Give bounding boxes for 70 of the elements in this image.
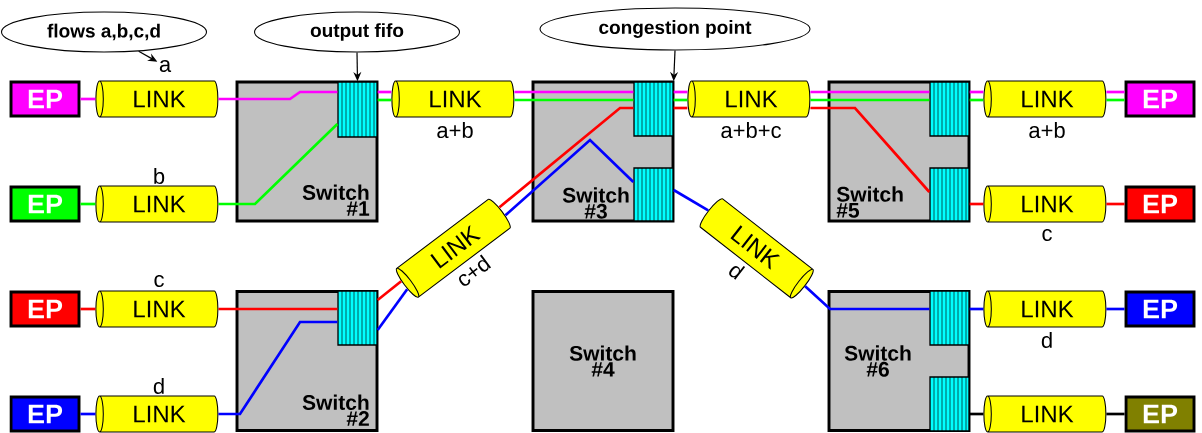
fifo-buffer — [929, 167, 970, 222]
endpoint-box: EP — [9, 290, 81, 328]
flow-line — [804, 285, 930, 311]
flow-line — [80, 202, 96, 206]
fifo-buffer — [929, 81, 970, 137]
flow-label: b — [154, 167, 165, 185]
flow-line — [1106, 90, 1125, 94]
flow-label: c — [1042, 229, 1052, 242]
link-cylinder: LINK — [391, 80, 515, 118]
flow-line — [376, 288, 409, 331]
flow-line — [969, 90, 984, 94]
endpoint-box: EP — [1124, 80, 1196, 118]
flow-line — [1106, 202, 1125, 206]
flow-line — [498, 106, 634, 209]
flow-line — [514, 98, 634, 102]
flow-line — [673, 98, 688, 102]
flow-line — [504, 138, 635, 217]
fifo-buffer — [633, 167, 674, 222]
fifo-buffer — [929, 376, 970, 432]
endpoint-box: EP — [1124, 395, 1196, 433]
fifo-buffer — [337, 290, 378, 346]
endpoint-box: EP — [1124, 185, 1196, 223]
flow-line — [673, 90, 688, 94]
link-cylinder: LINK — [95, 80, 219, 118]
flow-label: d — [1041, 331, 1052, 349]
flow-line — [1106, 412, 1125, 416]
flow-label: a+b — [437, 121, 473, 139]
flow-line — [80, 307, 96, 311]
link-cylinder: LINK — [983, 185, 1107, 223]
endpoint-box: EP — [9, 395, 81, 433]
flow-line — [969, 307, 984, 311]
fifo-buffer — [337, 81, 378, 138]
flow-line — [377, 98, 392, 102]
flow-line — [80, 97, 96, 101]
endpoint-box: EP — [1124, 290, 1196, 328]
flow-label: c — [154, 275, 164, 288]
flow-line — [969, 98, 984, 102]
flow-line — [969, 202, 984, 206]
flow-line — [218, 307, 338, 311]
flow-label: a — [159, 60, 172, 72]
fifo-buffer — [633, 81, 674, 137]
flow-line — [514, 90, 634, 94]
flow-label: d — [153, 377, 164, 395]
flow-line — [673, 106, 688, 110]
link-cylinder: LINK — [983, 290, 1107, 328]
link-cylinder: LINK — [95, 395, 219, 433]
flow-line — [377, 90, 392, 94]
switch-box: Switch #4 — [531, 290, 675, 432]
flow-line — [673, 188, 709, 212]
link-cylinder: LINK — [687, 80, 811, 118]
link-cylinder: LINK — [95, 185, 219, 223]
fifo-buffer — [929, 290, 970, 346]
link-cylinder: LINK — [95, 290, 219, 328]
endpoint-box: EP — [9, 185, 81, 223]
flow-line — [218, 90, 338, 101]
flow-line — [810, 106, 931, 193]
flow-line — [810, 90, 930, 94]
flow-line — [218, 320, 338, 416]
link-cylinder: LINK — [983, 80, 1107, 118]
flow-line — [1106, 307, 1125, 311]
flow-line — [969, 412, 984, 416]
flow-label: a+b — [1029, 121, 1065, 139]
flow-line — [80, 412, 96, 416]
flow-line — [218, 123, 339, 206]
flow-line — [376, 280, 402, 302]
flow-label: a+b+c — [721, 121, 781, 139]
link-cylinder: LINK — [983, 395, 1107, 433]
flow-line — [1106, 98, 1125, 102]
flow-line — [810, 98, 930, 102]
endpoint-box: EP — [9, 80, 81, 118]
